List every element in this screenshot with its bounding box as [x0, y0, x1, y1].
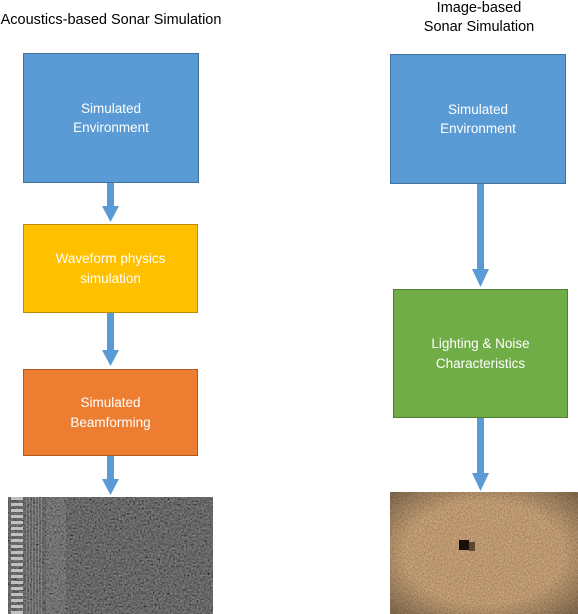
arrow-env-to-waveform-head [102, 206, 119, 222]
lighting-line-2: Characteristics [435, 355, 526, 371]
arrow-lighting-to-image-head [472, 473, 489, 491]
waveform-line-1: Waveform physics [55, 251, 166, 266]
waveform-physics-simulation-box: Waveform physics simulation [23, 224, 198, 313]
arrow-env-to-lighting-shaft [477, 184, 484, 270]
right-title-line-2: Sonar Simulation [423, 19, 535, 35]
arrow-env-to-lighting-head [472, 269, 489, 287]
seafloor-object [459, 540, 469, 550]
right-env-line-2: Environment [440, 121, 516, 136]
right-title-line-1: Image-based [436, 0, 522, 16]
waveform-line-2: simulation [80, 270, 141, 286]
arrow-env-to-waveform-shaft [107, 183, 114, 207]
right-env-line-1: Simulated [447, 101, 509, 117]
beamforming-line-2: Beamforming [70, 414, 151, 430]
arrow-beamforming-to-image-shaft [107, 456, 114, 480]
left-column-title: Acoustics-based Sonar Simulation [0, 12, 222, 28]
right-simulated-environment-box: Simulated Environment [390, 54, 566, 184]
left-env-line-1: Simulated [80, 100, 142, 116]
acoustic-sonar-output-image [8, 497, 213, 614]
arrow-waveform-to-beamforming-head [102, 350, 119, 366]
arrow-waveform-to-beamforming-shaft [107, 313, 114, 351]
image-based-sonar-output-image [390, 492, 578, 614]
left-env-line-2: Environment [73, 120, 149, 135]
lighting-noise-characteristics-box: Lighting & Noise Characteristics [393, 289, 568, 418]
simulated-beamforming-box: Simulated Beamforming [23, 369, 198, 456]
acoustic-sonar-texture [8, 497, 213, 614]
lighting-line-1: Lighting & Noise [431, 336, 530, 351]
right-column-title: Image-based Sonar Simulation [400, 0, 558, 37]
arrow-lighting-to-image-shaft [477, 418, 484, 474]
seafloor-object-shadow [469, 542, 475, 551]
arrow-beamforming-to-image-head [102, 479, 119, 495]
seafloor-texture [390, 492, 578, 614]
left-simulated-environment-box: Simulated Environment [23, 53, 199, 183]
beamforming-line-1: Simulated [80, 395, 141, 410]
